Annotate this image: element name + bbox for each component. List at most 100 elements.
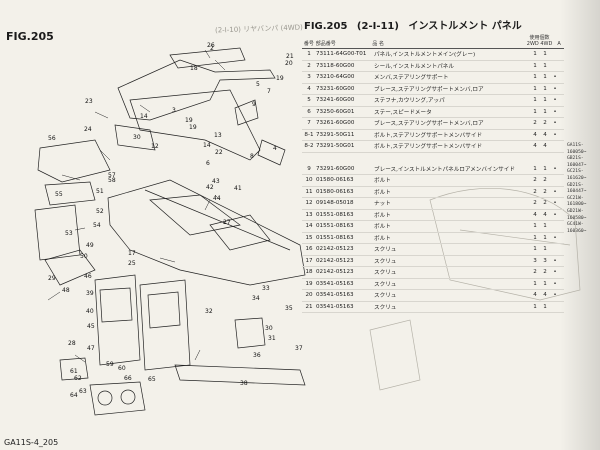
callout-number: 14	[140, 113, 148, 120]
row-name: ボルト	[374, 212, 391, 219]
row-qty-4wd: 4	[543, 131, 547, 138]
support-brace-shape	[129, 89, 261, 161]
serial-code: GD21S-160447~	[567, 182, 587, 195]
callout-number: 55	[55, 191, 63, 198]
row-name: メンバ,ステアリングサポート	[374, 75, 449, 82]
callout-number: 31	[268, 335, 276, 342]
row-qty-2wd: 1	[533, 234, 537, 241]
row-part-number: 01580-06163	[316, 188, 354, 195]
row-marker: •	[553, 234, 557, 241]
row-qty-4wd: 1	[543, 97, 547, 104]
row-name: パネル,インストルメントメイン(グレー)	[374, 52, 476, 59]
callout-number: 2	[210, 45, 214, 52]
row-qty-2wd: 1	[533, 108, 537, 115]
callout-number: 21	[286, 53, 294, 60]
callout-number: 41	[234, 185, 242, 192]
console-left-shape	[94, 274, 141, 366]
callout-number: 45	[87, 323, 95, 330]
serial-code: GA11S-160050~	[567, 143, 587, 155]
callout-number: 54	[93, 222, 101, 229]
speedometer-stay-shape	[234, 99, 259, 126]
callout-number: 34	[252, 295, 260, 302]
row-number: 16	[305, 246, 313, 253]
callout-number: 8	[250, 153, 254, 160]
row-qty-4wd: 2	[543, 200, 547, 207]
row-qty-2wd: 1	[533, 85, 537, 92]
callout-number: 32	[205, 308, 213, 315]
row-part-number: 73118-60G00	[316, 62, 355, 69]
row-number: 14	[305, 223, 313, 230]
row-number: 20	[305, 292, 313, 299]
row-qty-4wd: 1	[543, 246, 547, 253]
row-number: 5	[307, 97, 311, 104]
serial-code: GB21S-160047~	[567, 156, 587, 168]
callout-number: 5	[256, 81, 260, 88]
callout-number-group: 2618232212019579143191914223084136125624…	[48, 42, 303, 399]
row-qty-2wd: 1	[533, 74, 537, 81]
row-qty-4wd: 2	[543, 269, 547, 276]
row-name: ボルト	[374, 235, 391, 242]
serial-code: GC21W-161800~	[567, 195, 587, 208]
callout-number: 61	[70, 368, 78, 375]
callout-number: 19	[276, 75, 284, 82]
callout-number: 50	[80, 253, 88, 260]
callout-number: 62	[74, 375, 82, 382]
row-number: 4	[307, 85, 311, 92]
side-cover-shape	[34, 204, 81, 261]
callout-number: 22	[215, 149, 223, 156]
row-part-number: 03541-05163	[316, 280, 354, 287]
callout-number: 19	[185, 117, 193, 124]
callout-number: 14	[203, 142, 211, 149]
row-marker: •	[553, 280, 557, 287]
row-part-number: 01551-08163	[316, 234, 354, 241]
row-part-number: 09148-05018	[316, 200, 354, 207]
row-qty-4wd: 2	[543, 188, 547, 195]
serial-code: GD21W-160580~	[567, 208, 587, 221]
row-marker: •	[553, 257, 557, 264]
center-vent-shape	[209, 214, 271, 251]
cluster-hood-shape	[149, 194, 241, 236]
instrument-panel-main-shape	[107, 179, 306, 286]
row-qty-2wd: 1	[533, 246, 537, 253]
serial-code-list: GA11S-160050~GB21S-160047~GC21S-161620~G…	[567, 143, 600, 235]
callout-number: 51	[96, 188, 104, 195]
row-qty-4wd: 1	[543, 234, 547, 241]
row-qty-2wd: 4	[533, 292, 537, 299]
callout-number: 18	[190, 65, 198, 72]
callout-number: 44	[213, 195, 221, 202]
row-qty-4wd: 1	[543, 85, 547, 92]
cup-ring-left	[97, 390, 113, 406]
row-number: 17	[305, 257, 313, 264]
callout-number: 27	[223, 219, 231, 226]
section-code: (2-I-11)	[356, 21, 399, 32]
console-right-shape	[139, 279, 191, 371]
row-qty-2wd: 1	[533, 62, 537, 69]
row-name: ステフナ,カウリング,アッパ	[374, 98, 445, 105]
row-name: ボルト,ステアリングサポートメンバサイド	[374, 144, 483, 151]
row-part-number: 73291-50G11	[316, 131, 355, 138]
callout-number: 7	[267, 88, 271, 95]
row-part-number: 01551-08163	[316, 211, 354, 218]
callout-number: 25	[128, 260, 136, 267]
row-marker: •	[553, 200, 557, 207]
row-marker: •	[553, 165, 557, 172]
row-qty-2wd: 1	[533, 51, 537, 58]
callout-number: 39	[86, 290, 94, 297]
row-qty-2wd: 4	[533, 143, 537, 150]
row-part-number: 03541-05163	[316, 292, 354, 299]
row-number: 3	[307, 74, 311, 81]
callout-number: 33	[262, 285, 270, 292]
figure-number: FIG.205	[304, 21, 348, 32]
callout-number: 3	[172, 107, 176, 114]
row-name: ボルト	[374, 189, 391, 196]
